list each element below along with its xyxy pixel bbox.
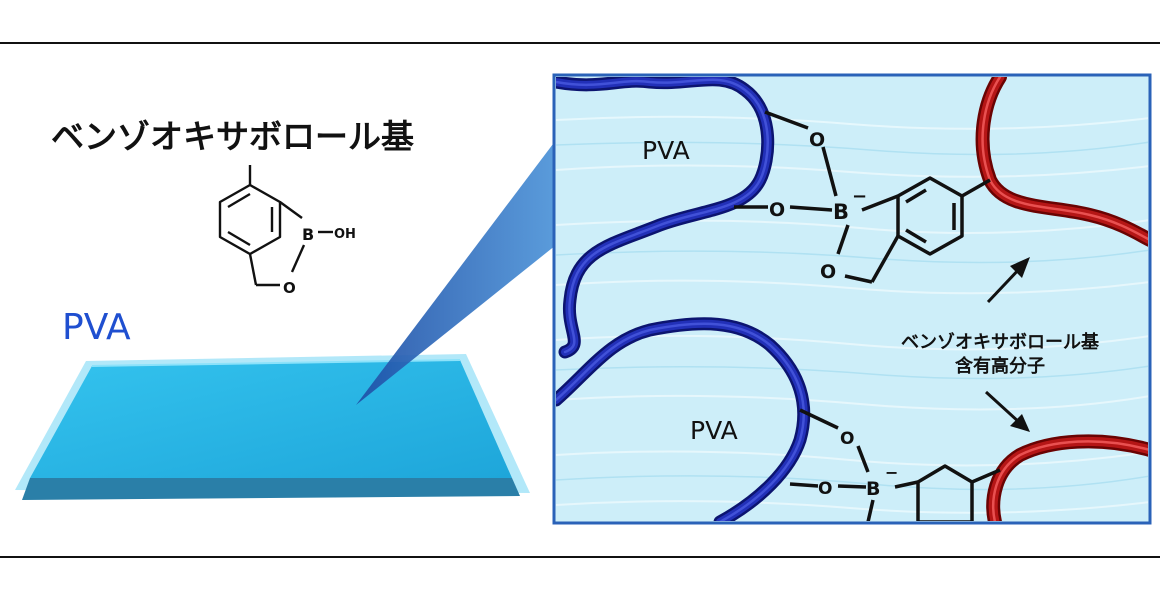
arrow-down (984, 390, 1030, 432)
boron-label-bottom: B (866, 478, 880, 500)
boron-label-top: B (833, 200, 849, 224)
zoom-panel: O O B − O O O B − (552, 73, 1152, 525)
borate-linkage-top (734, 110, 991, 284)
hydroxyl-label: OH (334, 227, 356, 242)
zoom-beam (356, 140, 556, 405)
oxygen-label-1: O (809, 129, 825, 151)
oxygen-label-3: O (820, 261, 836, 283)
panel-pva-label-top: PVA (642, 136, 690, 165)
borate-linkage-bottom (789, 408, 1001, 521)
film-pva-label: PVA (62, 307, 131, 348)
ring-oxygen-label: O (283, 279, 296, 297)
charge-label-bottom: − (885, 463, 898, 482)
oxygen-label-2: O (769, 199, 785, 221)
polymer-label-line1: ベンゾオキサボロール基 (901, 331, 1100, 353)
pva-chain-bottom (556, 317, 811, 521)
panel-pva-label-bottom: PVA (690, 416, 738, 445)
pva-film-slab (15, 354, 530, 500)
polymer-chain-bottom (986, 434, 1148, 521)
oxygen-label-5: O (818, 479, 832, 499)
oxygen-label-4: O (840, 429, 854, 449)
polymer-chain-top (975, 77, 1148, 247)
charge-label-top: − (852, 186, 867, 207)
group-title: ベンゾオキサボロール基 (51, 117, 414, 156)
benzoxaborole-structure (218, 165, 333, 287)
pva-chain-top (556, 77, 775, 359)
polymer-label-line2: 含有高分子 (955, 355, 1045, 377)
arrow-up (986, 257, 1030, 304)
boron-atom-label: B (302, 225, 314, 244)
